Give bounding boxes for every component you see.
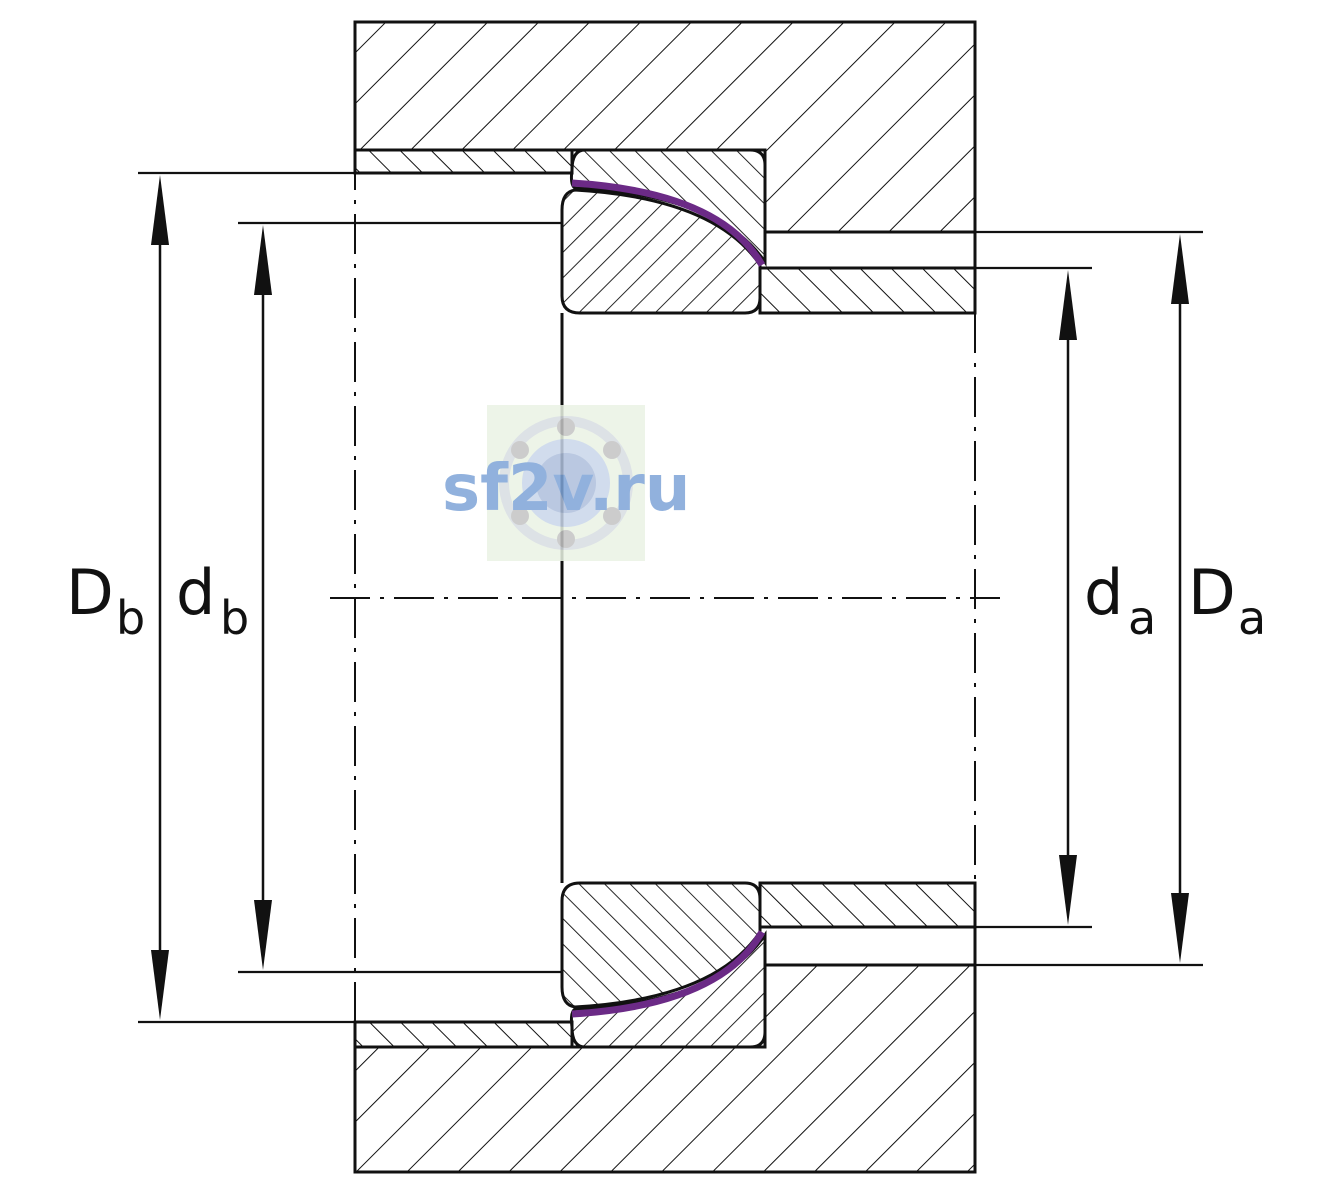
label-da: d a: [1084, 556, 1156, 645]
center-lines: [330, 22, 1000, 1172]
watermark: sf2v.ru: [442, 405, 690, 561]
dimension-Db: [151, 175, 169, 1020]
arrowhead-icon: [1171, 234, 1189, 304]
shaft-spacer-lower: [758, 881, 977, 929]
dimension-db: [254, 225, 272, 970]
housing-shoulder-upper: [353, 148, 574, 175]
label-db-sub: b: [220, 591, 249, 645]
label-Da-main: D: [1188, 556, 1236, 629]
arrowhead-icon: [1171, 893, 1189, 963]
housing-shoulder-lower: [353, 1020, 574, 1049]
label-Db-main: D: [66, 556, 114, 629]
label-da-sub: a: [1128, 591, 1156, 645]
label-Da: D a: [1188, 556, 1266, 645]
label-da-main: d: [1084, 556, 1123, 629]
arrowhead-icon: [254, 900, 272, 970]
label-Db: D b: [66, 556, 145, 645]
watermark-text: sf2v.ru: [442, 452, 690, 526]
shaft-spacer-upper: [758, 266, 977, 315]
label-Da-sub: a: [1238, 591, 1266, 645]
arrowhead-icon: [254, 225, 272, 295]
sliding-liner-upper: [571, 179, 766, 267]
arrowhead-icon: [151, 175, 169, 245]
arrowhead-icon: [1059, 270, 1077, 340]
dimension-Da: [1171, 234, 1189, 963]
bearing-logo-icon: [499, 416, 633, 550]
dimension-da: [1059, 270, 1077, 925]
sliding-liner-lower: [571, 930, 766, 1018]
arrowhead-icon: [1059, 855, 1077, 925]
inner-ring-lower: [560, 881, 762, 1009]
inner-ring-upper: [560, 188, 762, 315]
label-db: d b: [176, 556, 249, 645]
label-Db-sub: b: [116, 591, 145, 645]
arrowhead-icon: [151, 950, 169, 1020]
extension-lines: [138, 171, 1203, 1024]
label-db-main: d: [176, 556, 215, 629]
